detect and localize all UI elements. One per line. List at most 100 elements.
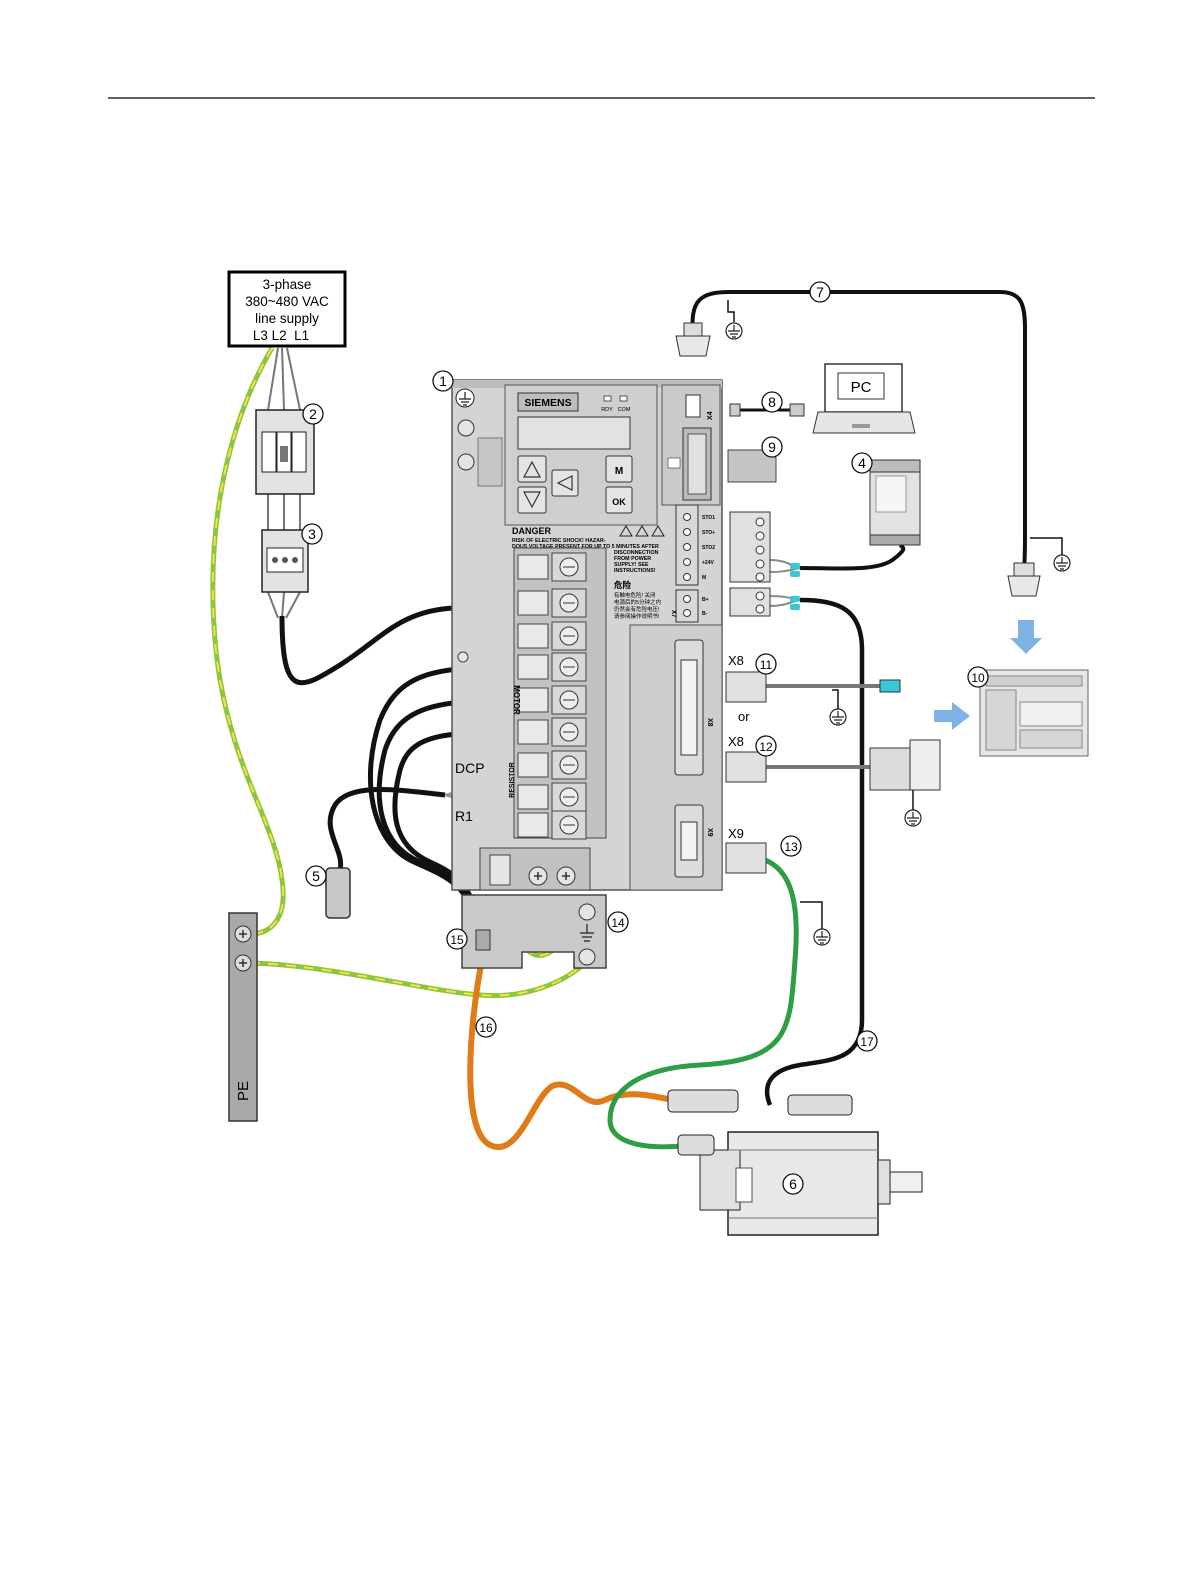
rs485-shield-bottom — [1030, 537, 1063, 555]
callout-17-label: 17 — [860, 1035, 874, 1049]
brake-cable — [764, 597, 865, 1106]
x8-connector-12 — [725, 751, 767, 783]
callout-10-label: 10 — [971, 671, 985, 685]
led-com-icon — [619, 395, 628, 402]
down-arrow-blue-icon — [1010, 620, 1042, 654]
danger-cn-4: 请参阅操作说明书! — [614, 612, 660, 620]
x6-port-label-plate — [667, 457, 681, 469]
ground-symbol-icon — [813, 928, 831, 946]
or-label: or — [738, 709, 750, 724]
m-button[interactable]: M — [605, 455, 633, 483]
motor-power-cable-orange — [467, 959, 673, 1151]
callout-7-marker — [809, 281, 831, 303]
breakout-connector — [869, 747, 911, 791]
rs485-cable — [690, 290, 1027, 571]
dsub-connector-icon — [1007, 575, 1041, 597]
r1-label: R1 — [455, 808, 473, 824]
ground-screw-icon — [457, 453, 475, 471]
sto-label-5: M — [702, 575, 706, 581]
danger-cn-1: 有触电危险! 关闭 — [614, 591, 656, 599]
shift-button[interactable] — [551, 469, 579, 497]
encoder-shield-wire — [800, 901, 823, 930]
ground-symbol-icon — [904, 809, 922, 827]
x8-cable-11-shield — [832, 689, 839, 710]
up-button[interactable] — [517, 455, 547, 483]
sto-plug — [729, 511, 771, 583]
line-supply-box: 3-phase 380~480 VAC line supply L3 L2 L1 — [227, 270, 347, 348]
left-arrow-icon — [556, 475, 573, 491]
power-connector — [667, 1089, 739, 1113]
circuit-breaker — [255, 409, 315, 495]
callout-6-label: 6 — [789, 1176, 797, 1192]
danger-cn-title: 危险 — [613, 580, 632, 590]
resistor-cable — [327, 787, 446, 871]
servo-motor — [699, 1131, 923, 1236]
callout-3-marker — [301, 523, 323, 545]
ok-button[interactable]: OK — [605, 486, 633, 514]
callout-16-marker — [475, 1016, 497, 1038]
callout-12-marker — [755, 735, 777, 757]
rs485-shield-top — [727, 300, 735, 322]
led-com-label: COM — [618, 407, 631, 413]
callout-10-marker — [967, 666, 989, 688]
callout-9-marker — [761, 436, 783, 458]
ground-screw-icon — [457, 419, 475, 437]
plc-controller — [979, 669, 1089, 757]
ground-screw-icon — [578, 948, 596, 966]
brand-plate — [517, 392, 579, 412]
danger-text-3: DISCONNECTION — [614, 550, 659, 556]
callout-2-marker — [302, 403, 324, 425]
line-power-cable — [279, 605, 456, 686]
supply-line3: line supply — [255, 311, 319, 326]
m-button-label: M — [615, 466, 623, 477]
danger-text-6: INSTRUCTIONS! — [614, 568, 656, 574]
supply-phases: L3 L2 L1 — [253, 328, 309, 343]
brake-connector-x7 — [675, 589, 699, 623]
servo-drive: SIEMENS RDY COM M OK X4 — [451, 379, 723, 891]
port-x9-label: X9 — [706, 828, 713, 837]
brand-label: SIEMENS — [524, 397, 571, 409]
warning-triangle-icon — [619, 525, 633, 537]
supply-line1: 3-phase — [263, 277, 312, 292]
line-filter — [261, 529, 309, 593]
sto-label-3: STO2 — [702, 545, 715, 551]
breakout-terminal — [909, 739, 941, 791]
pe-cable-bar-to-plate — [249, 960, 588, 999]
sto-label-4: +24V — [702, 560, 714, 566]
callout-5-marker — [305, 865, 327, 887]
callout-11-marker — [755, 653, 777, 675]
callout-4-marker — [851, 452, 873, 474]
down-button[interactable] — [517, 486, 547, 514]
callout-5-label: 5 — [312, 868, 320, 884]
ground-symbol-icon — [1053, 554, 1071, 572]
callout-11-label: 11 — [760, 658, 773, 672]
ground-symbol-icon — [829, 708, 847, 726]
encoder-connector — [677, 1134, 715, 1156]
callout-15-label: 15 — [450, 933, 464, 947]
danger-text-5: SUPPLY! SEE — [614, 562, 649, 568]
brake-connector — [787, 1094, 853, 1116]
mounting-hole-icon — [457, 651, 469, 663]
callout-4-label: 4 — [858, 455, 866, 471]
danger-text-2: DOUS VOLTAGE PRESENT FOR UP TO 5 MINUTES… — [512, 544, 659, 550]
pc-label: PC — [851, 379, 872, 396]
warning-triangle-icon — [635, 525, 649, 537]
danger-cn-3: 仍然会有危险电压! — [614, 605, 660, 613]
shield-clamp — [475, 929, 491, 951]
usb-plug-icon — [789, 403, 805, 417]
up-arrow-icon — [523, 460, 541, 478]
danger-cn-2: 电源后的5分钟之内 — [614, 598, 661, 606]
terminals — [517, 552, 587, 840]
callout-14-label: 14 — [611, 916, 625, 930]
callout-14-marker — [607, 911, 629, 933]
supply-line2: 380~480 VAC — [245, 294, 329, 309]
sto-label-1: STO1 — [702, 515, 715, 521]
shield-plate — [461, 894, 607, 969]
sto-pins — [683, 513, 691, 581]
callout-15-marker — [446, 928, 468, 950]
callout-2-label: 2 — [309, 406, 317, 422]
callout-13-label: 13 — [784, 840, 798, 854]
display-screen — [517, 416, 631, 450]
brake-label-2: B- — [702, 611, 708, 617]
